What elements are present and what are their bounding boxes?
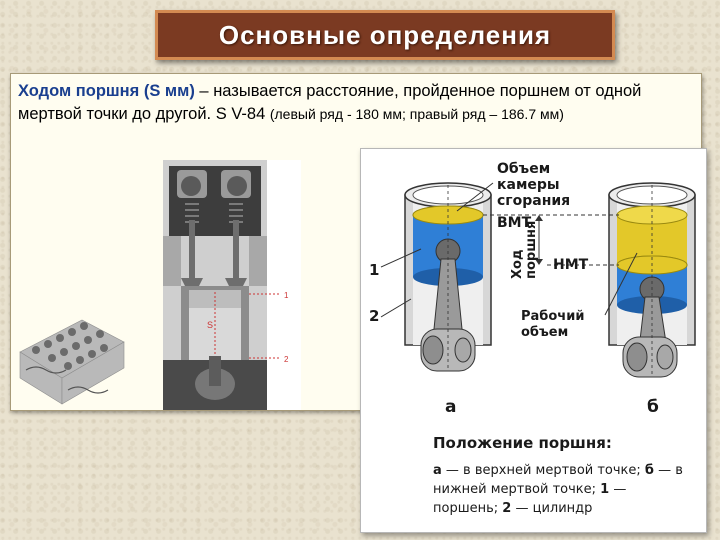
- caption-title: Положение поршня:: [433, 434, 695, 453]
- cylinder-a: [405, 183, 491, 371]
- label-position-b: б: [647, 397, 659, 417]
- position-label-1: 1: [284, 291, 289, 300]
- label-nmt: НМТ: [553, 257, 588, 273]
- caption-2: 2: [502, 501, 511, 516]
- piston-position-diagram: Объем камеры сгорания ВМТ Ход поршня НМТ…: [360, 148, 707, 533]
- cylinder-b: [609, 183, 695, 377]
- diagram-caption: Положение поршня: а — в верхней мертвой …: [433, 434, 695, 518]
- caption-1: 1: [600, 482, 609, 497]
- cylinder-section-diagram: S 1 2: [163, 160, 301, 410]
- title-banner: Основные определения: [155, 10, 615, 60]
- definition-unit: (S мм): [144, 82, 195, 100]
- definition-paragraph: Ходом поршня (S мм) – называется расстоя…: [18, 80, 702, 126]
- position-label-2: 2: [284, 355, 289, 364]
- caption-a: а: [433, 463, 442, 478]
- caption-2-text: — цилиндр: [511, 501, 592, 516]
- stroke-label-s: S: [207, 320, 213, 330]
- definition-term: Ходом поршня: [18, 82, 139, 100]
- engine-photo: [12, 312, 130, 410]
- label-position-a: а: [445, 397, 456, 417]
- label-stroke: Ход поршня: [511, 225, 539, 279]
- caption-b: б: [645, 463, 654, 478]
- label-piston-1: 1: [369, 261, 379, 279]
- definition-note: (левый ряд - 180 мм; правый ряд – 186.7 …: [270, 106, 564, 122]
- slide-title: Основные определения: [219, 20, 551, 51]
- label-chamber-volume: Объем камеры сгорания: [497, 161, 607, 209]
- label-cylinder-2: 2: [369, 307, 379, 325]
- label-working-volume: Рабочий объем: [521, 309, 597, 341]
- caption-a-text: — в верхней мертвой точке;: [442, 463, 645, 478]
